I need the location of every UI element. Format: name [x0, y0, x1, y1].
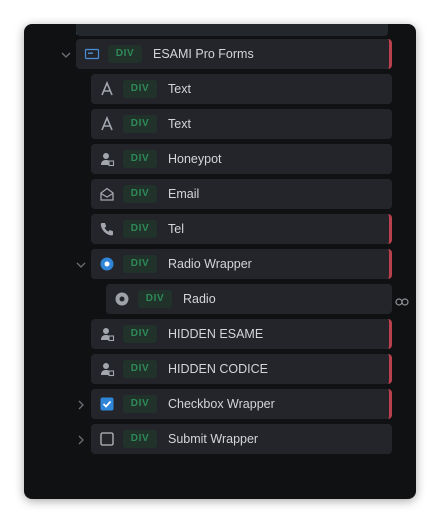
hidden-field-icon: [99, 326, 115, 342]
element-type-badge: DIV: [123, 185, 157, 203]
tree-row-partial[interactable]: [24, 24, 416, 36]
element-type-badge: DIV: [138, 290, 172, 308]
tree-row-hidden-codice[interactable]: DIV HIDDEN CODICE: [24, 354, 416, 384]
link-icon[interactable]: [395, 294, 409, 306]
radio-selected-icon: [99, 256, 115, 272]
element-type-badge: DIV: [108, 45, 142, 63]
row-label: Text: [168, 117, 191, 131]
row-label: Checkbox Wrapper: [168, 397, 275, 411]
element-type-badge: DIV: [123, 325, 157, 343]
navigator-panel: DIV ESAMI Pro Forms DIV Text DIV Text DI…: [24, 24, 416, 499]
element-type-badge: DIV: [123, 255, 157, 273]
tree-row-hidden-esame[interactable]: DIV HIDDEN ESAME: [24, 319, 416, 349]
element-type-badge: DIV: [123, 80, 157, 98]
chevron-down-icon[interactable]: [75, 258, 87, 270]
tree-row-email[interactable]: DIV Email: [24, 179, 416, 209]
text-icon: [99, 116, 115, 132]
element-type-badge: DIV: [123, 150, 157, 168]
element-type-badge: DIV: [123, 115, 157, 133]
tree-row-text-2[interactable]: DIV Text: [24, 109, 416, 139]
tree-row-honeypot[interactable]: DIV Honeypot: [24, 144, 416, 174]
row-label: Email: [168, 187, 200, 201]
element-type-badge: DIV: [123, 395, 157, 413]
row-label: Radio: [183, 292, 216, 306]
row-label: Radio Wrapper: [168, 257, 252, 271]
form-icon: [84, 46, 100, 62]
row-label: Tel: [168, 222, 184, 236]
text-icon: [99, 81, 115, 97]
row-label: Honeypot: [168, 152, 222, 166]
element-type-badge: DIV: [123, 220, 157, 238]
chevron-right-icon[interactable]: [75, 433, 87, 445]
element-type-badge: DIV: [123, 430, 157, 448]
chevron-down-icon[interactable]: [60, 48, 72, 60]
tree-row-radio-wrapper[interactable]: DIV Radio Wrapper: [24, 249, 416, 279]
tree-row-tel[interactable]: DIV Tel: [24, 214, 416, 244]
row-box: [76, 24, 388, 36]
row-label: ESAMI Pro Forms: [153, 47, 254, 61]
phone-icon: [99, 221, 115, 237]
checkbox-icon: [99, 431, 115, 447]
radio-icon: [114, 291, 130, 307]
hidden-field-icon: [99, 151, 115, 167]
row-label: HIDDEN ESAME: [168, 327, 264, 341]
chevron-right-icon[interactable]: [75, 398, 87, 410]
tree-row-radio[interactable]: DIV Radio: [24, 284, 416, 314]
tree-row-submit-wrapper[interactable]: DIV Submit Wrapper: [24, 424, 416, 454]
element-type-badge: DIV: [123, 360, 157, 378]
row-label: Submit Wrapper: [168, 432, 259, 446]
tree-row-text-1[interactable]: DIV Text: [24, 74, 416, 104]
tree-row-checkbox-wrapper[interactable]: DIV Checkbox Wrapper: [24, 389, 416, 419]
row-label: Text: [168, 82, 191, 96]
checkbox-checked-icon: [99, 396, 115, 412]
tree-row-esami-pro-forms[interactable]: DIV ESAMI Pro Forms: [24, 39, 416, 69]
hidden-field-icon: [99, 361, 115, 377]
email-icon: [99, 186, 115, 202]
row-label: HIDDEN CODICE: [168, 362, 269, 376]
